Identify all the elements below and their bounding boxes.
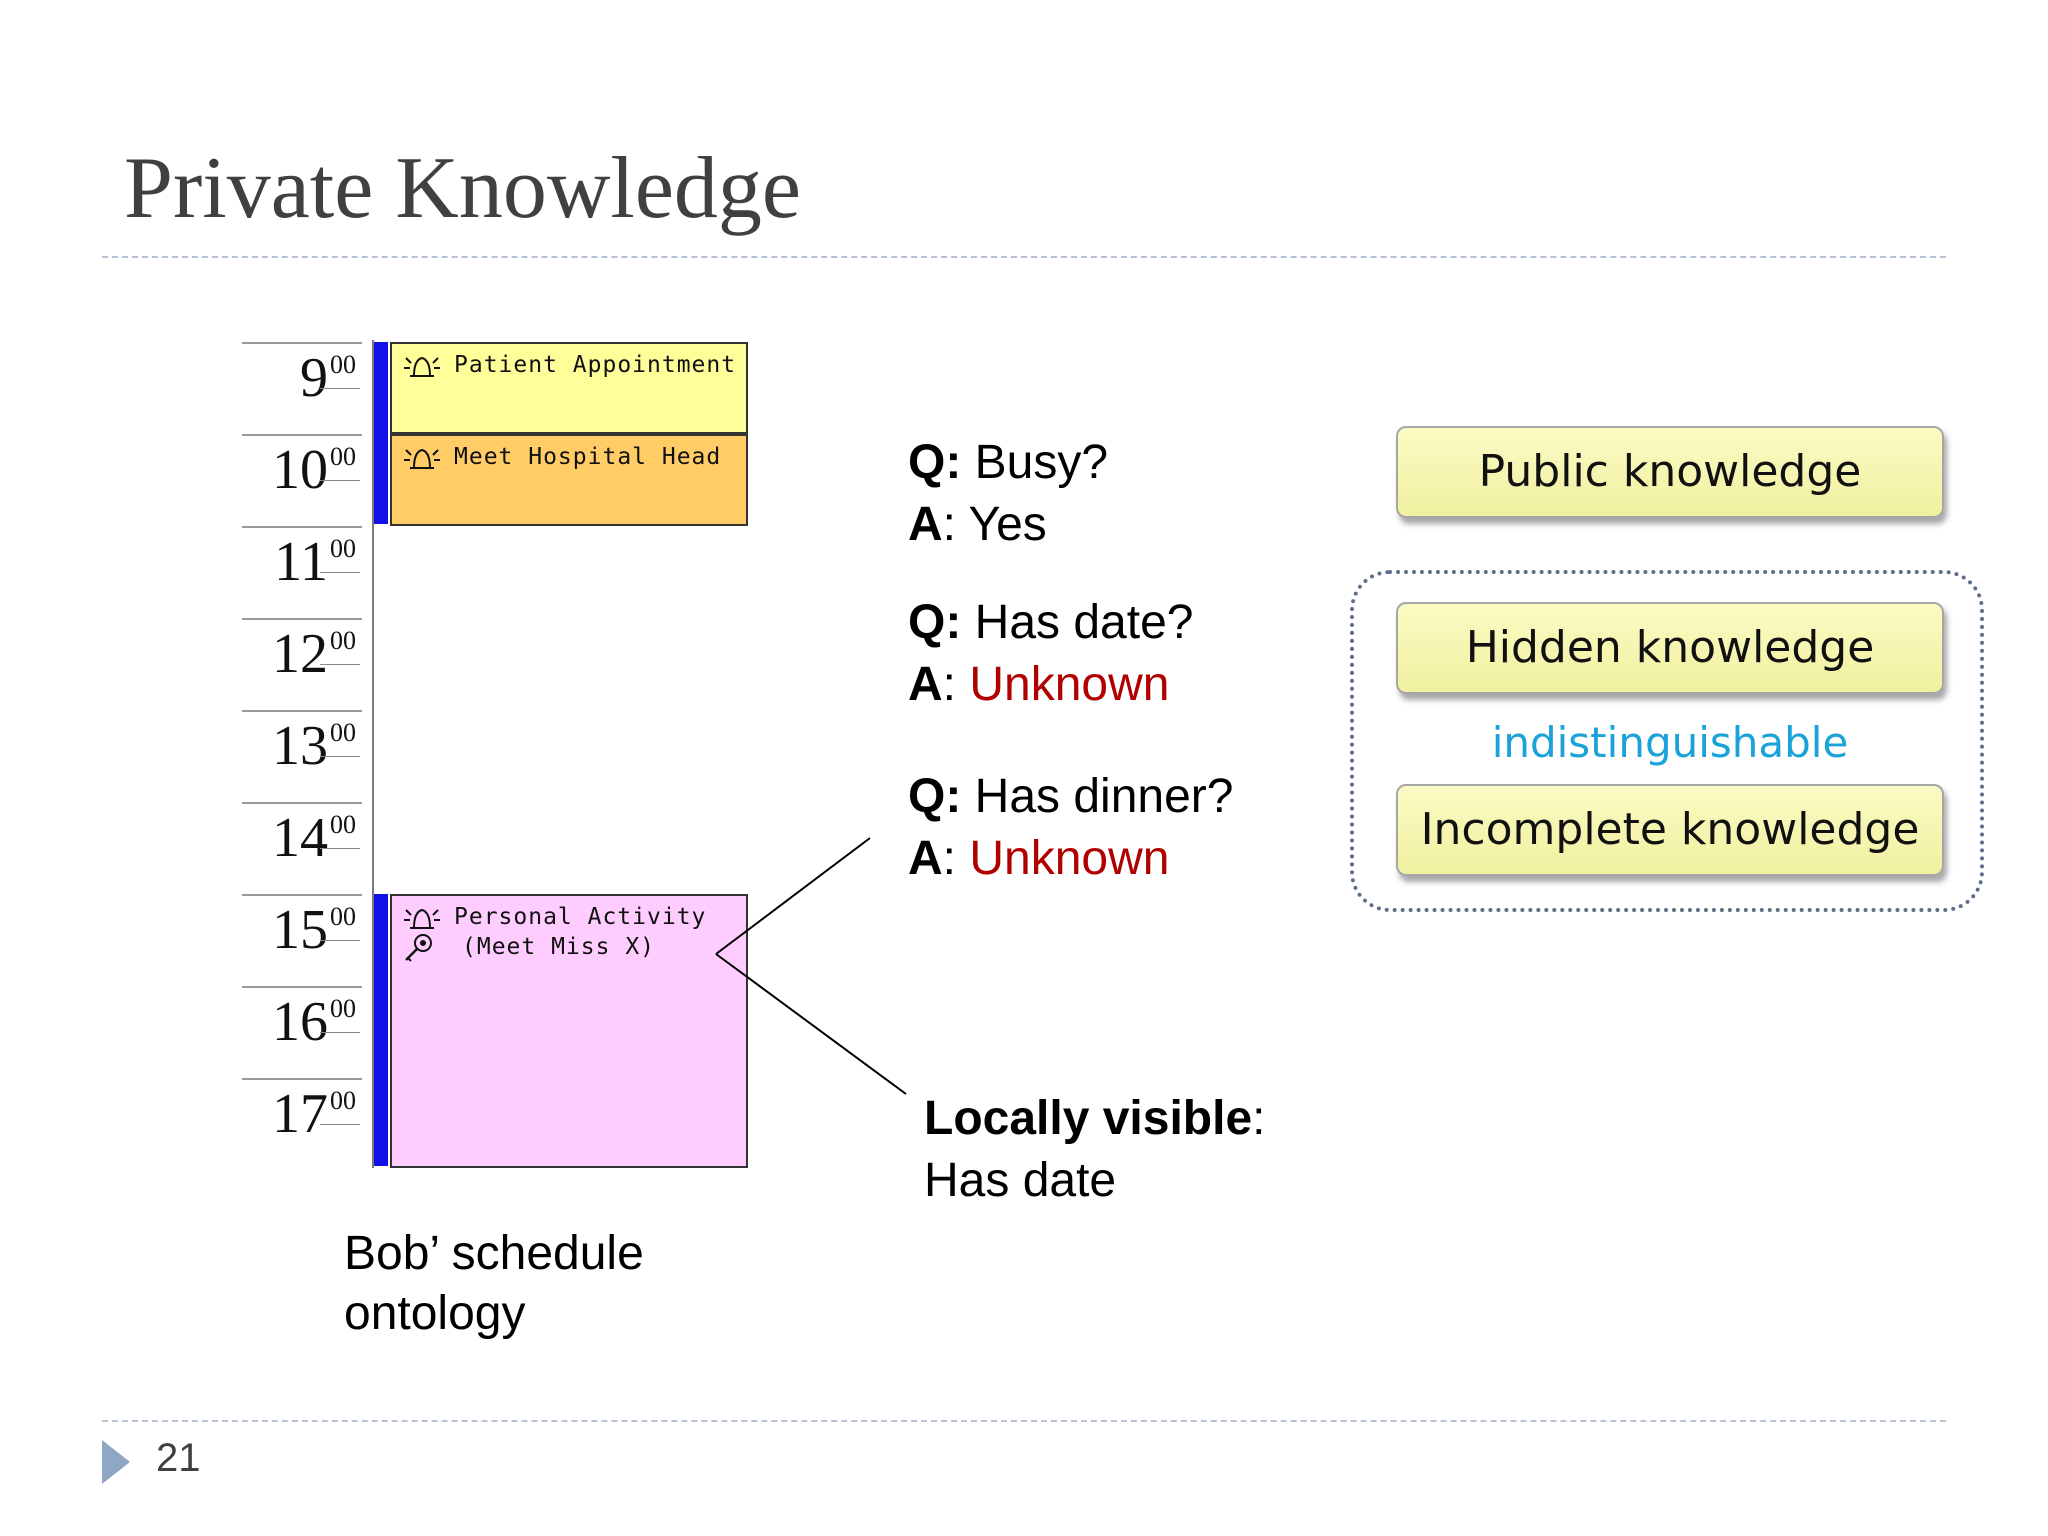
hour-label: 17 bbox=[272, 1083, 328, 1145]
minute-label: 00 bbox=[330, 902, 356, 931]
slide-arrow-icon bbox=[102, 1440, 130, 1484]
locally-visible-value: Has date bbox=[924, 1154, 1117, 1207]
incomplete-knowledge-box: Incomplete knowledge bbox=[1396, 784, 1944, 876]
schedule-frame bbox=[372, 340, 752, 1168]
answer-prefix: A bbox=[908, 832, 943, 885]
minute-label: 00 bbox=[330, 1086, 356, 1115]
alarm-bell-icon bbox=[404, 448, 440, 469]
callout-line-upper bbox=[715, 837, 871, 955]
callout-line-lower bbox=[715, 953, 907, 1095]
footer-divider bbox=[102, 1420, 1946, 1422]
title-divider bbox=[102, 256, 1946, 258]
minute-label: 00 bbox=[330, 718, 356, 747]
slide-title: Private Knowledge bbox=[124, 140, 801, 237]
busy-bar-afternoon bbox=[374, 894, 388, 1166]
qa-has-date: Q: Has date? A: Unknown bbox=[908, 596, 1194, 711]
slide-number: 21 bbox=[156, 1436, 201, 1480]
event-personal-activity[interactable]: Personal Activity (Meet Miss X) bbox=[390, 894, 748, 1168]
question-text: Busy? bbox=[961, 436, 1109, 489]
hour-label: 13 bbox=[272, 715, 328, 777]
event-label: Patient Appointment bbox=[454, 352, 737, 378]
answer-prefix: A bbox=[908, 498, 943, 551]
event-label: Personal Activity bbox=[454, 904, 707, 930]
event-patient-appointment[interactable]: Patient Appointment bbox=[390, 342, 748, 434]
hour-label: 10 bbox=[272, 439, 328, 501]
minute-label: 00 bbox=[330, 810, 356, 839]
minute-label: 00 bbox=[330, 442, 356, 471]
minute-label: 00 bbox=[330, 534, 356, 563]
hour-label: 11 bbox=[274, 531, 328, 593]
hour-label: 9 bbox=[300, 347, 328, 409]
hour-label: 15 bbox=[272, 899, 328, 961]
qa-has-dinner: Q: Has dinner? A: Unknown bbox=[908, 770, 1234, 885]
hidden-incomplete-group bbox=[1350, 570, 1984, 912]
event-meet-hospital-head[interactable]: Meet Hospital Head bbox=[390, 434, 748, 526]
answer-text: Unknown bbox=[969, 658, 1170, 711]
alarm-bell-icon bbox=[404, 908, 440, 929]
question-text: Has dinner? bbox=[961, 770, 1234, 823]
key-icon bbox=[405, 934, 432, 962]
locally-visible-label: Locally visible bbox=[924, 1092, 1253, 1145]
alarm-bell-icon bbox=[404, 356, 440, 377]
hour-label: 14 bbox=[272, 807, 328, 869]
locally-visible-note: Locally visible: Has date bbox=[924, 1088, 1266, 1212]
busy-bar-morning bbox=[374, 342, 388, 524]
hour-label: 16 bbox=[272, 991, 328, 1053]
schedule-caption: Bob’ schedule ontology bbox=[344, 1224, 644, 1344]
question-prefix: Q: bbox=[908, 436, 962, 489]
minute-label: 00 bbox=[330, 994, 356, 1023]
minute-label: 00 bbox=[330, 626, 356, 655]
question-prefix: Q: bbox=[908, 770, 962, 823]
qa-busy: Q: Busy? A: Yes bbox=[908, 436, 1109, 551]
caption-line-2: ontology bbox=[344, 1287, 526, 1340]
question-text: Has date? bbox=[961, 596, 1194, 649]
answer-text: Yes bbox=[968, 498, 1047, 551]
answer-prefix: A bbox=[908, 658, 943, 711]
answer-text: Unknown bbox=[969, 832, 1170, 885]
hour-label: 12 bbox=[272, 623, 328, 685]
minute-label: 00 bbox=[330, 350, 356, 379]
event-label: Meet Hospital Head bbox=[454, 444, 722, 470]
event-sublabel: (Meet Miss X) bbox=[462, 934, 656, 960]
question-prefix: Q: bbox=[908, 596, 962, 649]
indistinguishable-label: indistinguishable bbox=[1491, 718, 1849, 767]
caption-line-1: Bob’ schedule bbox=[344, 1227, 644, 1280]
hidden-knowledge-box: Hidden knowledge bbox=[1396, 602, 1944, 694]
public-knowledge-box: Public knowledge bbox=[1396, 426, 1944, 518]
